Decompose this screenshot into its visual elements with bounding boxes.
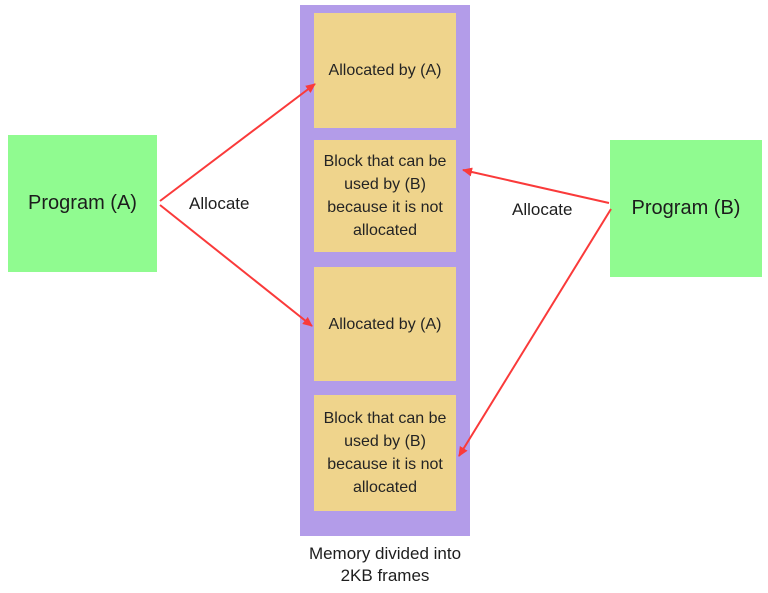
program-a-box: Program (A) <box>8 135 157 272</box>
frame-text-line: Allocated by (A) <box>328 315 442 333</box>
frame-text-line: because it is not <box>327 199 443 216</box>
memory-column: Allocated by (A) Block that can be used … <box>300 5 470 536</box>
allocate-label-right: Allocate <box>512 200 573 219</box>
frame-text-line: allocated <box>352 479 418 496</box>
arrow-a-to-frame-3 <box>159 204 313 327</box>
frame-text-line: allocated <box>352 222 418 239</box>
frame-text-line: used by (B) <box>344 433 426 450</box>
caption-line-1: Memory divided into <box>308 544 462 563</box>
arrow-b-to-frame-2 <box>462 167 610 204</box>
memory-frame-free-b-2: Block that can be used by (B) because it… <box>314 395 456 511</box>
program-b-label: Program (B) <box>631 197 741 219</box>
memory-frame-allocated-a-1: Allocated by (A) <box>314 13 456 128</box>
frame-text-line: because it is not <box>327 456 443 473</box>
frame-text-line: used by (B) <box>344 176 426 193</box>
program-a-label: Program (A) <box>28 192 137 214</box>
memory-caption: Memory divided into 2KB frames <box>285 543 485 587</box>
arrow-b-to-frame-4 <box>458 208 612 457</box>
memory-frame-free-b-1: Block that can be used by (B) because it… <box>314 140 456 252</box>
memory-frame-allocated-a-2: Allocated by (A) <box>314 267 456 381</box>
frame-text-line: Block that can be <box>323 410 447 427</box>
arrow-a-to-frame-1 <box>159 83 316 202</box>
program-b-box: Program (B) <box>610 140 762 277</box>
allocate-label-left: Allocate <box>189 194 250 213</box>
frame-text-line: Block that can be <box>323 153 447 170</box>
caption-line-2: 2KB frames <box>340 566 430 585</box>
frame-text-line: Allocated by (A) <box>328 62 442 79</box>
